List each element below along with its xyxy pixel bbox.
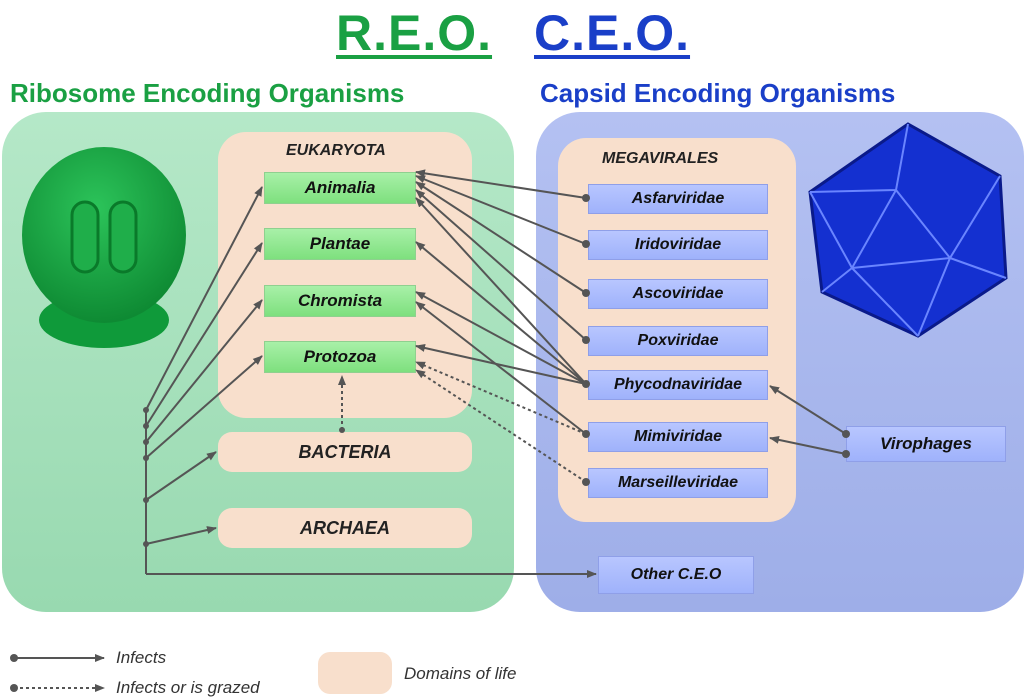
marseille-grazed-protozoa bbox=[415, 369, 587, 483]
arrow-to-archaea bbox=[145, 526, 217, 545]
family-mimiviridae: Mimiviridae bbox=[588, 422, 768, 452]
pox-to-animalia bbox=[415, 189, 587, 341]
phyco-to-animalia bbox=[415, 197, 587, 385]
family-ascoviridae: Ascoviridae bbox=[588, 279, 768, 309]
family-asfarviridae: Asfarviridae bbox=[588, 184, 768, 214]
archaea-domain: ARCHAEA bbox=[218, 508, 472, 548]
arrow-to-protozoa bbox=[145, 355, 263, 459]
eukaryota-label: EUKARYOTA bbox=[286, 142, 386, 159]
arrow-to-animalia bbox=[145, 186, 263, 411]
family-iridoviridae: Iridoviridae bbox=[588, 230, 768, 260]
phyco-to-plantae bbox=[415, 241, 587, 385]
ribosome-icon bbox=[22, 147, 186, 348]
kingdom-animalia: Animalia bbox=[264, 172, 416, 204]
irido-to-animalia bbox=[415, 175, 587, 245]
phyco-to-protozoa bbox=[415, 344, 587, 385]
legend-infects: Infects bbox=[116, 648, 167, 667]
virophage-to-mimi bbox=[769, 435, 847, 455]
mimi-grazed-protozoa bbox=[415, 361, 587, 435]
legend-domains-of-life: Domains of life bbox=[404, 664, 517, 683]
virophage-to-phyco bbox=[769, 385, 847, 435]
arrow-to-plantae bbox=[145, 242, 263, 427]
family-poxviridae: Poxviridae bbox=[588, 326, 768, 356]
megavirales-label: MEGAVIRALES bbox=[602, 150, 719, 167]
ceo-subtitle: Capsid Encoding Organisms bbox=[540, 78, 896, 108]
family-phycodnaviridae: Phycodnaviridae bbox=[588, 370, 768, 400]
legend-infects-or-grazed: Infects or is grazed bbox=[116, 678, 260, 697]
reo-subtitle: Ribosome Encoding Organisms bbox=[10, 78, 405, 108]
other-ceo-box: Other C.E.O bbox=[598, 556, 754, 594]
family-marseilleviridae: Marseilleviridae bbox=[588, 468, 768, 498]
legend-domain-swatch bbox=[318, 652, 392, 694]
bacteria-domain: BACTERIA bbox=[218, 432, 472, 472]
arrow-to-chromista bbox=[145, 299, 263, 443]
asco-to-animalia bbox=[415, 181, 587, 294]
arrow-to-bacteria bbox=[145, 451, 217, 501]
kingdom-plantae: Plantae bbox=[264, 228, 416, 260]
ceo-title: C.E.O. bbox=[534, 5, 691, 61]
mimi-to-chromista bbox=[415, 301, 587, 435]
kingdom-chromista: Chromista bbox=[264, 285, 416, 317]
reo-title: R.E.O. bbox=[336, 5, 493, 61]
phyco-to-chromista bbox=[415, 291, 587, 385]
asfar-to-animalia bbox=[415, 169, 587, 199]
virophages-box: Virophages bbox=[846, 426, 1006, 462]
capsid-icosahedron-icon bbox=[808, 122, 1008, 338]
kingdom-protozoa: Protozoa bbox=[264, 341, 416, 373]
